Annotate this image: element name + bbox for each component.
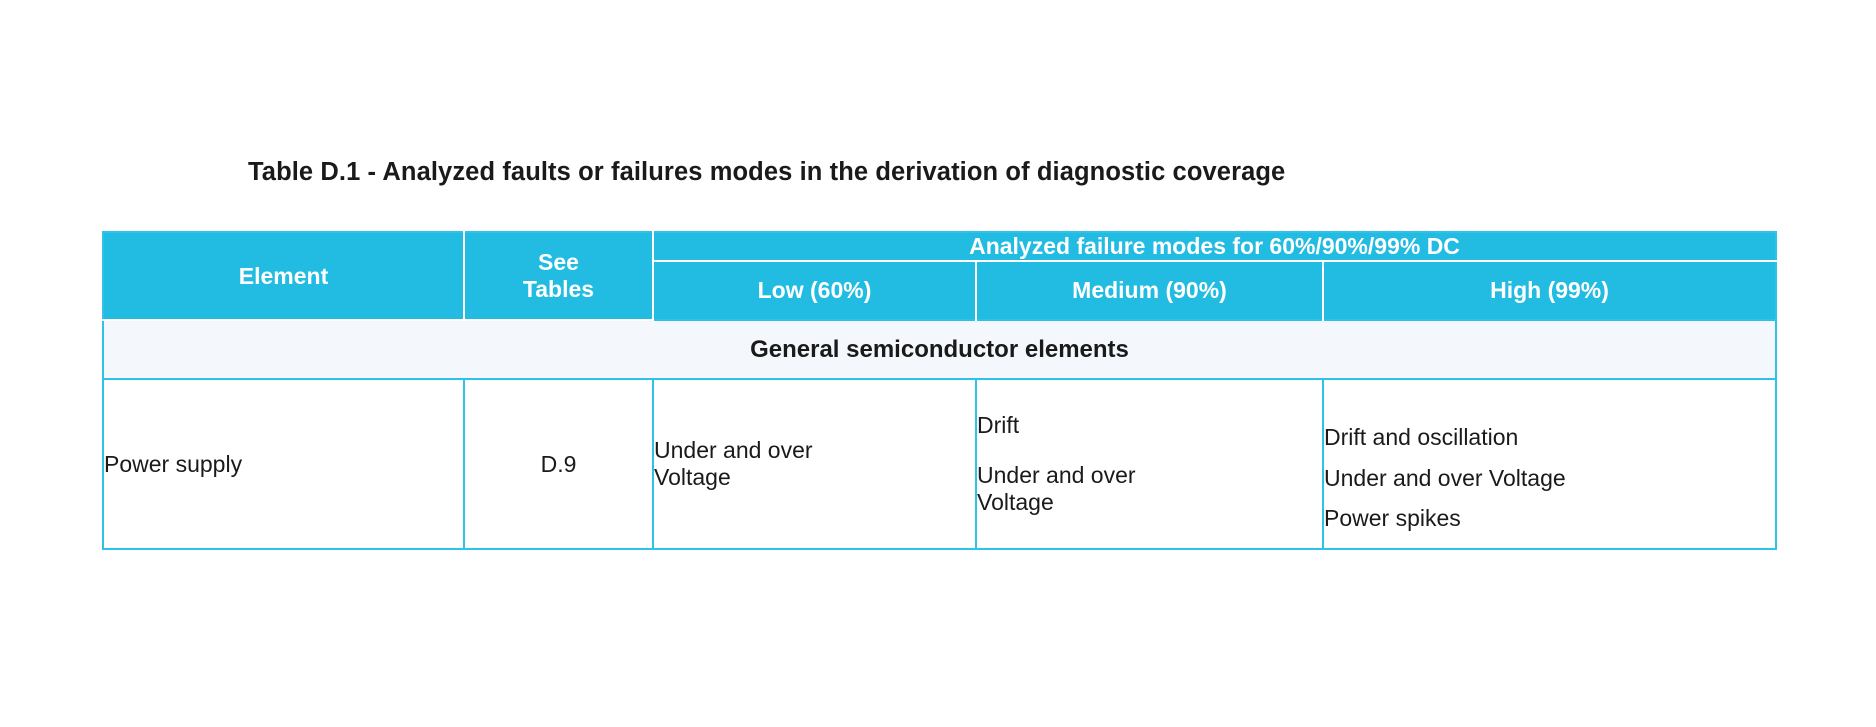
column-header-see-tables: See Tables xyxy=(463,232,654,322)
cell-low-line-1: Under and over xyxy=(654,437,813,463)
see-tables-line-1: See xyxy=(538,248,579,275)
cell-medium-lines: Drift Under and over Voltage xyxy=(977,412,1322,516)
cell-medium-line-2: Under and over xyxy=(977,462,1136,489)
table-header-row-bottom: Low (60%) Medium (90%) High (99%) xyxy=(103,260,1776,321)
cell-medium-line-3: Voltage xyxy=(977,489,1054,516)
table-section-row: General semiconductor elements xyxy=(103,319,1776,381)
cell-high-line-1: Drift and oscillation xyxy=(1324,424,1519,451)
column-header-medium: Medium (90%) xyxy=(975,260,1324,321)
column-header-analyzed-failure-modes: Analyzed failure modes for 60%/90%/99% D… xyxy=(652,232,1776,263)
cell-low-lines: Under and over Voltage xyxy=(654,437,975,491)
cell-medium-line-1: Drift xyxy=(977,411,1020,438)
cell-medium-power-supply: Drift Under and over Voltage xyxy=(975,379,1324,550)
cell-low-power-supply: Under and over Voltage xyxy=(652,379,977,550)
analyzed-faults-table: Element See Tables Analyzed failure mode… xyxy=(102,231,1777,551)
cell-high-power-supply: Drift and oscillation Under and over Vol… xyxy=(1322,379,1776,550)
table-row: Power supply D.9 Under and over Voltage … xyxy=(103,379,1776,550)
cell-high-lines: Drift and oscillation Under and over Vol… xyxy=(1324,424,1775,531)
column-header-element: Element xyxy=(103,232,465,322)
cell-low-line-2: Voltage xyxy=(654,464,731,491)
page-title: Table D.1 - Analyzed faults or failures … xyxy=(248,158,1286,186)
column-header-low: Low (60%) xyxy=(652,260,977,321)
cell-see-tables-power-supply: D.9 xyxy=(463,379,654,550)
section-header-general-semiconductor-elements: General semiconductor elements xyxy=(103,319,1776,381)
cell-high-line-3: Power spikes xyxy=(1324,504,1461,531)
cell-element-power-supply: Power supply xyxy=(103,379,465,550)
column-header-high: High (99%) xyxy=(1322,260,1776,321)
table-header-row-top: Element See Tables Analyzed failure mode… xyxy=(103,232,1776,322)
see-tables-line-2: Tables xyxy=(522,276,595,303)
cell-high-line-2: Under and over Voltage xyxy=(1324,464,1566,491)
